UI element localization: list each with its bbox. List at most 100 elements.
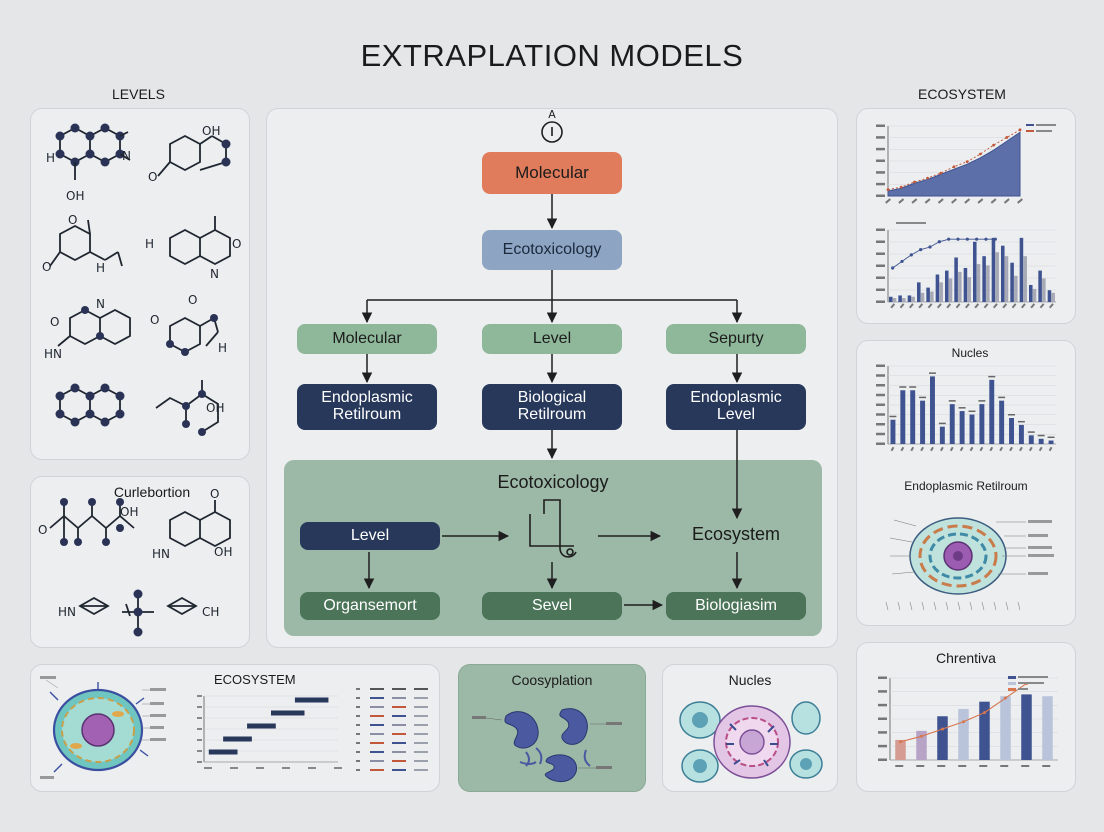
ecosystem-area-chart: [876, 124, 1056, 204]
node-sevel[interactable]: Sevel: [482, 592, 622, 620]
legend-cell: [392, 715, 406, 717]
data-label: [919, 396, 927, 399]
x-tick-label: [964, 198, 971, 204]
node-biological-retilroum[interactable]: Biological Retilroum: [482, 384, 622, 430]
y-tick-label: [878, 744, 887, 748]
node-molecular-top[interactable]: Molecular: [482, 152, 622, 194]
x-tick-label: [958, 765, 967, 767]
line-point: [979, 152, 982, 156]
data-label: [988, 375, 996, 378]
legend-row-index: [356, 769, 360, 771]
bar: [967, 277, 971, 302]
x-tick-label: [977, 198, 984, 204]
bar: [1028, 435, 1034, 444]
legend-cell: [414, 715, 428, 717]
bar: [1042, 696, 1053, 760]
data-label: [1017, 420, 1025, 423]
mol-label: O: [150, 313, 159, 327]
x-tick-label: [334, 767, 342, 769]
x-tick-label: [955, 303, 961, 309]
x-tick-label: [899, 303, 905, 309]
legend-text: [1018, 688, 1028, 690]
bar: [916, 730, 927, 760]
mol-label: O: [232, 237, 241, 251]
x-tick-label: [989, 446, 994, 452]
legend-row-index: [356, 751, 360, 753]
bottom-cell-diagram: [40, 676, 166, 779]
line-point: [899, 185, 903, 189]
legend-table: [356, 688, 428, 771]
molecule-3: O O H: [42, 213, 123, 275]
line-point: [891, 266, 895, 270]
eco-box-title: Ecotoxicology: [497, 472, 609, 492]
data-label: [899, 386, 907, 388]
y-tick-label: [876, 252, 885, 255]
line-point: [993, 237, 997, 241]
node-branch-molecular[interactable]: Molecular: [297, 324, 437, 354]
legend-text: [1018, 676, 1048, 678]
mol-label: O: [68, 213, 77, 227]
x-tick-label: [895, 765, 904, 767]
node-endoplasmic-level[interactable]: Endoplasmic Level: [666, 384, 806, 430]
data-label: [978, 400, 986, 402]
bar: [900, 390, 906, 444]
x-tick-label: [983, 303, 989, 309]
node-endoplasmic-retilroum[interactable]: Endoplasmic Retilroum: [297, 384, 437, 430]
x-tick-label: [979, 446, 984, 452]
legend-text: [1036, 130, 1052, 132]
mol-label: H: [46, 151, 55, 165]
node-ecotoxicology[interactable]: Ecotoxicology: [482, 230, 622, 270]
bar: [939, 282, 943, 302]
y-tick-label: [876, 240, 885, 243]
mol-label: H: [145, 237, 154, 251]
legend-cell: [414, 733, 428, 735]
node-eco-ecosystem[interactable]: Ecosystem: [691, 524, 781, 544]
line-point: [919, 248, 923, 252]
legend-row-index: [356, 697, 360, 699]
legend-cell: [370, 760, 384, 762]
x-tick-label: [999, 446, 1004, 452]
node-branch-sepurty[interactable]: Sepurty: [666, 324, 806, 354]
node-organsemort[interactable]: Organsemort: [300, 592, 440, 620]
legend-row-index: [356, 706, 360, 708]
y-tick-label: [876, 136, 885, 139]
node-branch-level[interactable]: Level: [482, 324, 622, 354]
bar: [910, 390, 916, 444]
molecule-4: H O N: [145, 216, 241, 281]
nucles-cell-diagram: [679, 701, 823, 783]
legend-cell: [392, 706, 406, 708]
chrentiva-title: Chrentiva: [936, 650, 996, 666]
mol-label: O: [42, 260, 51, 274]
line-point: [956, 237, 960, 241]
line-series: [887, 129, 1021, 191]
mol-label: N: [96, 297, 105, 311]
bar: [1023, 256, 1027, 302]
node-biologiasim[interactable]: Biologiasim: [666, 592, 806, 620]
line-point: [909, 253, 913, 257]
y-tick-label: [197, 739, 202, 741]
levels-molecules: H OH N OH O O O H H O N: [42, 123, 241, 436]
y-tick-label: [197, 728, 202, 730]
y-tick-label: [876, 147, 885, 151]
legend-swatch: [1026, 124, 1034, 126]
line-point: [1005, 136, 1009, 139]
legend-cell: [392, 688, 406, 690]
x-tick-label: [909, 303, 914, 309]
bar: [1004, 256, 1009, 302]
mol-label: OH: [202, 124, 220, 138]
x-tick-label: [969, 446, 974, 452]
line-point: [984, 237, 988, 241]
line-point: [962, 720, 965, 724]
x-tick-label: [1000, 765, 1009, 767]
y-tick-label: [878, 690, 887, 693]
node-eco-level[interactable]: Level: [300, 522, 440, 550]
cell-icon: [885, 517, 1054, 611]
x-tick-label: [1028, 446, 1033, 452]
y-tick-label: [876, 288, 885, 291]
line-point: [941, 727, 944, 731]
x-tick-label: [1030, 303, 1036, 309]
data-label: [889, 415, 897, 418]
x-tick-label: [937, 198, 944, 204]
legend-cell: [414, 760, 428, 762]
y-tick-label: [197, 761, 202, 763]
